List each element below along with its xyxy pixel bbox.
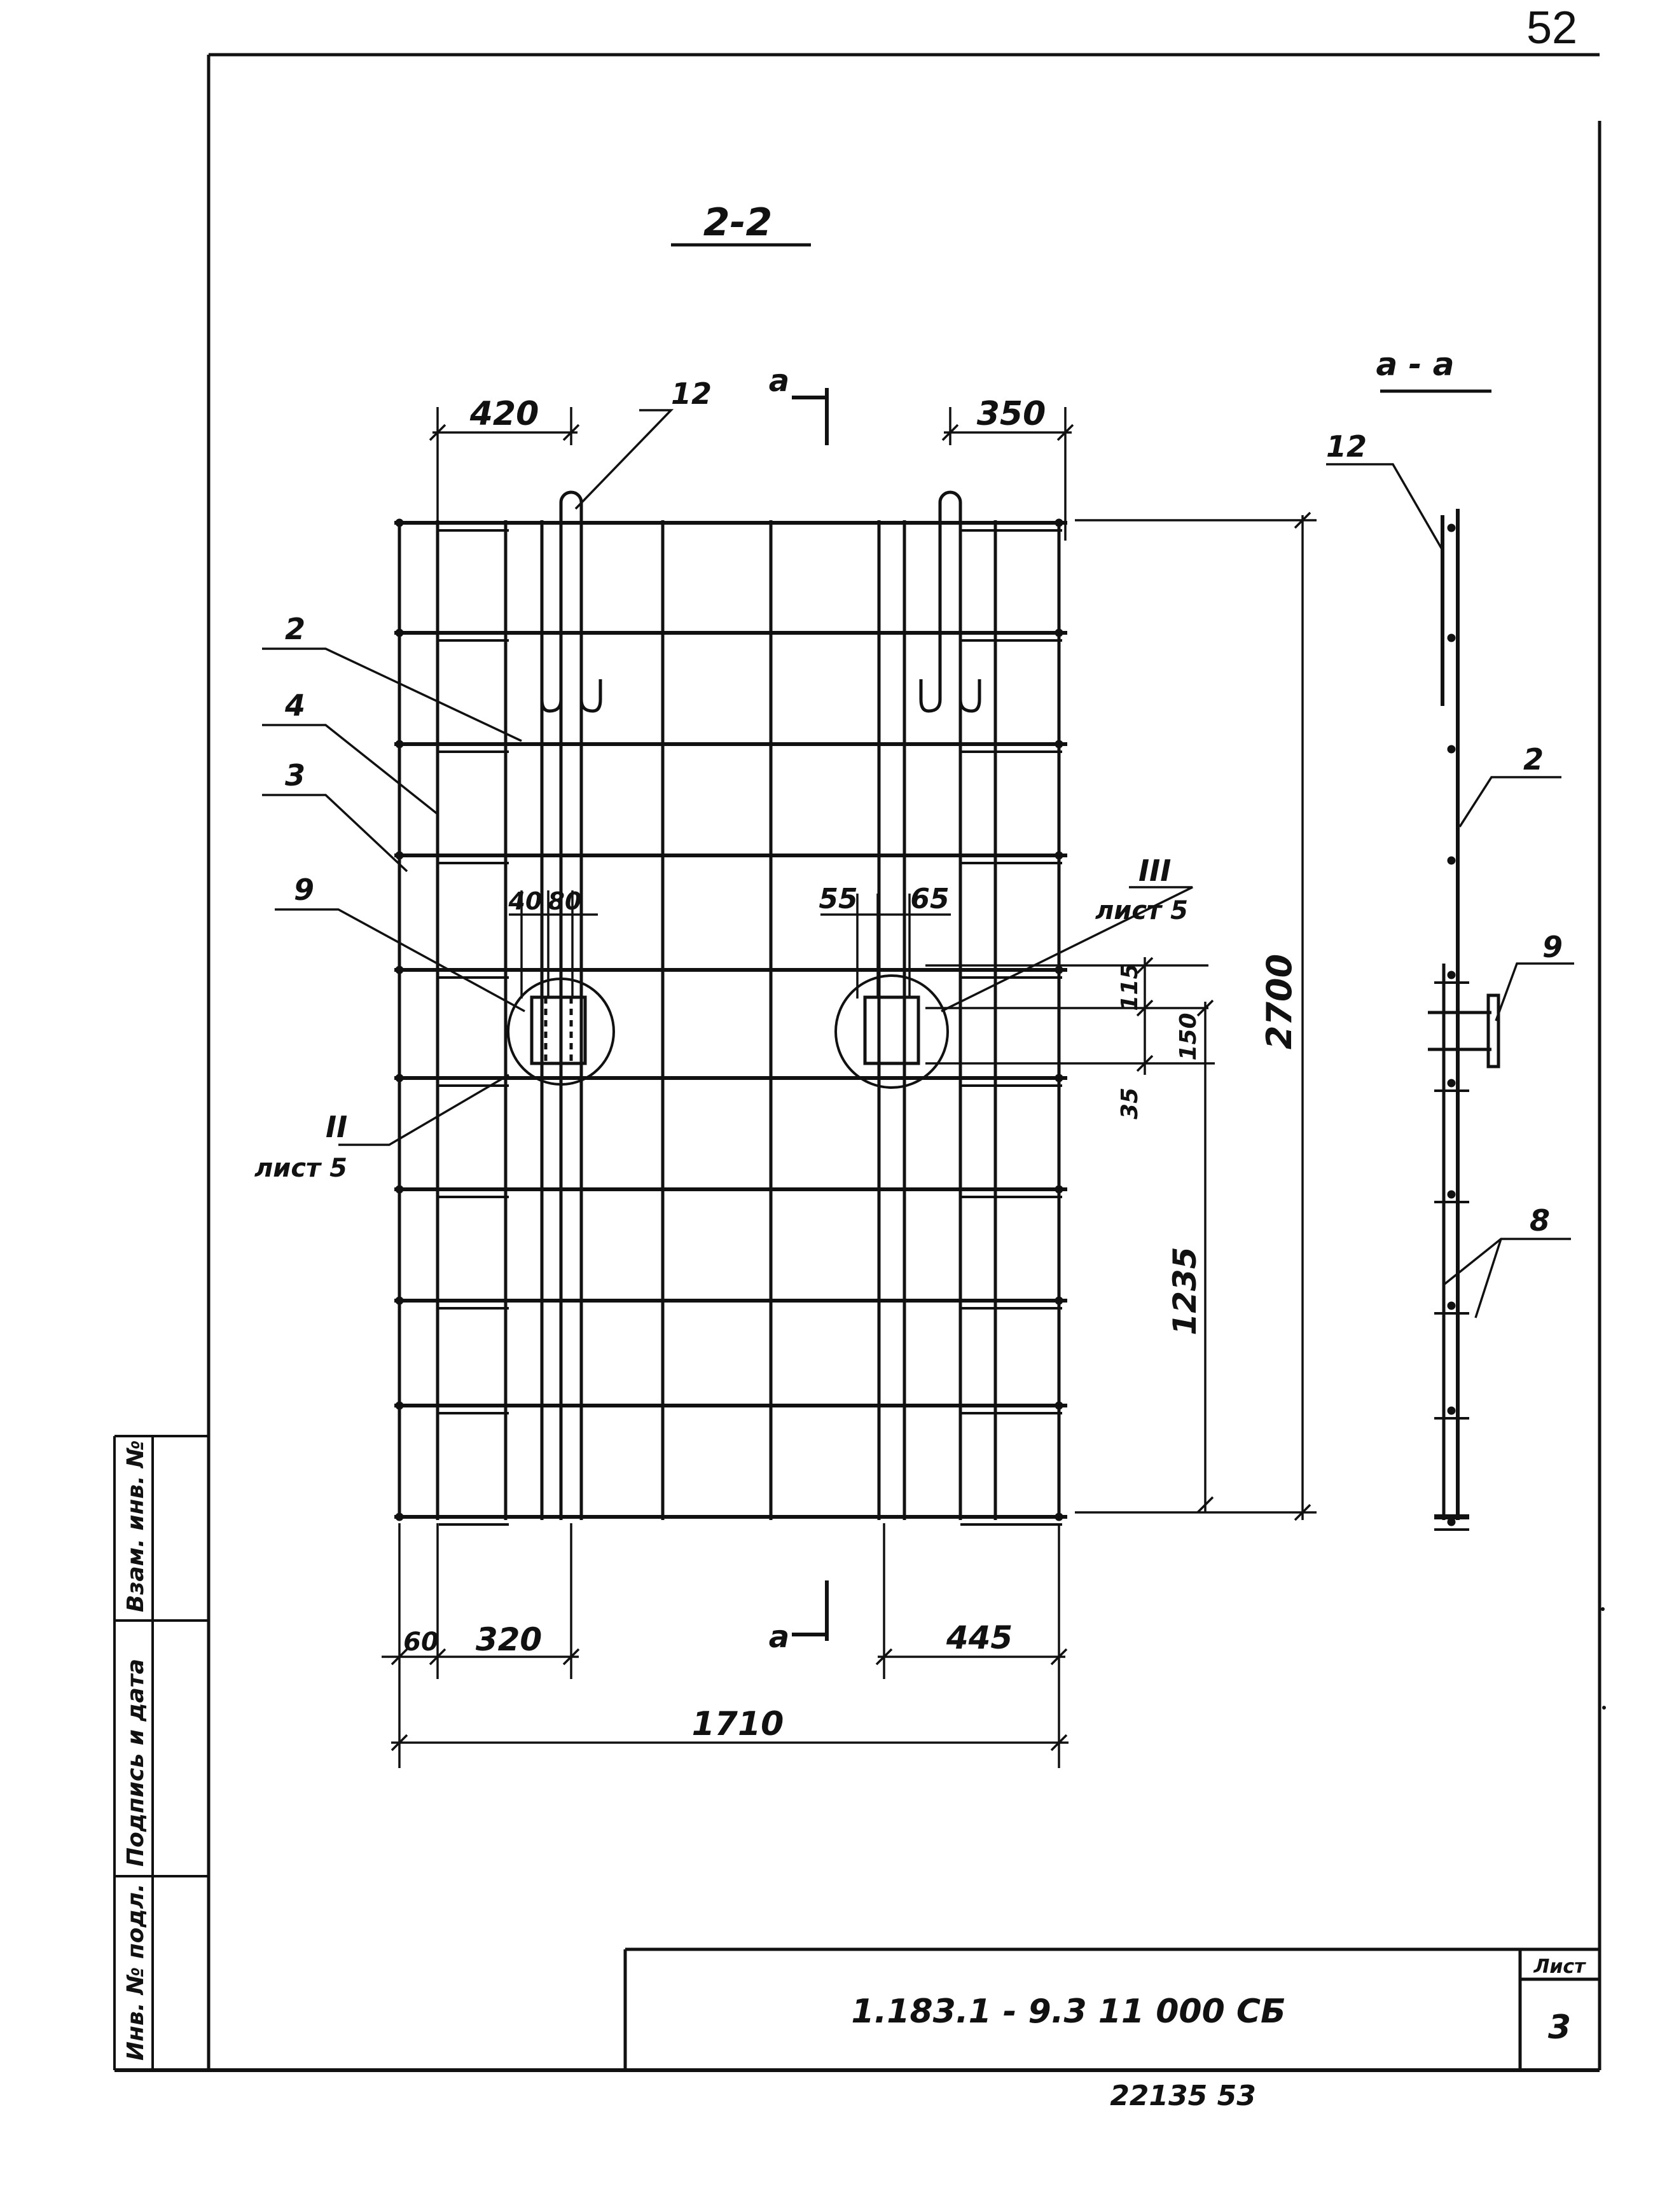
weld-point bbox=[1055, 1296, 1063, 1305]
dim-35: 35 bbox=[1117, 1088, 1143, 1119]
label-pos-3: 3 bbox=[285, 758, 305, 792]
side-weld-point bbox=[1447, 745, 1456, 754]
side-weld-point bbox=[1447, 1079, 1456, 1088]
weld-point bbox=[1055, 518, 1063, 527]
side-weld-point bbox=[1447, 1406, 1456, 1415]
side-weld-point bbox=[1447, 1517, 1456, 1526]
embedded-plate-right bbox=[863, 995, 920, 1065]
label-detail-III-sheet: лист 5 bbox=[1095, 896, 1188, 925]
cut-label-top: a bbox=[769, 363, 789, 399]
weld-point bbox=[1055, 1401, 1063, 1410]
dim-350: 350 bbox=[977, 395, 1046, 433]
stamp-field-inventory-no: Инв. № подл. bbox=[123, 1883, 149, 2061]
embedded-plate-left bbox=[530, 995, 587, 1065]
side-weld-point bbox=[1447, 523, 1456, 532]
section-title-a-a: a - a bbox=[1376, 346, 1454, 383]
weld-point bbox=[395, 518, 404, 527]
title-block bbox=[623, 1947, 1600, 2070]
side-stamp bbox=[113, 1435, 209, 2070]
weld-point bbox=[395, 965, 404, 974]
weld-point bbox=[1055, 1074, 1063, 1082]
weld-point bbox=[1055, 851, 1063, 860]
weld-point bbox=[395, 1512, 404, 1521]
dim-60: 60 bbox=[403, 1628, 439, 1657]
dim-2700: 2700 bbox=[1259, 954, 1299, 1049]
leader-lines bbox=[262, 409, 1574, 1318]
label-pos-4: 4 bbox=[284, 688, 305, 722]
cut-marker-bottom bbox=[792, 1580, 829, 1641]
sheet-frame bbox=[114, 53, 1601, 2072]
label-pos-9: 9 bbox=[294, 873, 314, 907]
label-pos-12: 12 bbox=[671, 377, 712, 411]
weld-point bbox=[395, 740, 404, 749]
weld-point bbox=[395, 1074, 404, 1082]
weld-point bbox=[1055, 1512, 1063, 1521]
side-embedded-plate bbox=[1428, 993, 1500, 1068]
label-detail-III: III bbox=[1138, 854, 1171, 888]
label-detail-II-sheet: лист 5 bbox=[254, 1154, 347, 1183]
side-weld-point bbox=[1447, 856, 1456, 865]
detail-circle-II bbox=[507, 978, 615, 1086]
cut-marker-top bbox=[792, 388, 829, 445]
sheet-number: 3 bbox=[1548, 2008, 1571, 2047]
sheet-label: Лист bbox=[1533, 1956, 1586, 1978]
scan-dot bbox=[1602, 1706, 1606, 1710]
side-label-pos-12: 12 bbox=[1326, 429, 1367, 464]
weld-point bbox=[1055, 965, 1063, 974]
dim-1235: 1235 bbox=[1166, 1247, 1203, 1335]
scan-dot bbox=[1601, 1607, 1605, 1611]
cut-label-bottom: a bbox=[769, 1619, 789, 1655]
dimension-lines bbox=[382, 407, 1317, 1768]
page-number: 52 bbox=[1526, 3, 1577, 53]
dim-320: 320 bbox=[476, 1621, 542, 1658]
stamp-field-signature-date: Подпись и дата bbox=[123, 1659, 149, 1867]
weld-point bbox=[395, 1296, 404, 1305]
dim-55: 55 bbox=[819, 883, 857, 915]
dim-150: 150 bbox=[1175, 1013, 1201, 1060]
side-weld-point bbox=[1447, 1301, 1456, 1310]
dim-445: 445 bbox=[946, 1619, 1013, 1656]
dim-1710: 1710 bbox=[692, 1705, 784, 1743]
dim-420: 420 bbox=[469, 395, 539, 433]
drawing-designation: 1.183.1 - 9.3 11 000 СБ bbox=[851, 1993, 1285, 2031]
section-title-2-2: 2-2 bbox=[703, 200, 772, 245]
weld-point bbox=[1055, 1185, 1063, 1194]
dim-115: 115 bbox=[1117, 963, 1143, 1011]
side-label-pos-9: 9 bbox=[1542, 930, 1563, 964]
weld-point bbox=[395, 851, 404, 860]
footer-code: 22135 53 bbox=[1110, 2080, 1256, 2112]
reinforcement-mesh bbox=[394, 518, 1067, 1526]
lifting-loop-left bbox=[540, 490, 602, 713]
detail-circle-III bbox=[834, 974, 949, 1089]
weld-point bbox=[1055, 740, 1063, 749]
dim-65: 65 bbox=[910, 883, 949, 915]
side-weld-point bbox=[1447, 1190, 1456, 1199]
weld-point bbox=[395, 1401, 404, 1410]
side-label-pos-2: 2 bbox=[1523, 742, 1544, 777]
side-label-pos-8: 8 bbox=[1530, 1203, 1550, 1238]
weld-point bbox=[395, 628, 404, 637]
stamp-field-replaced-inv: Взам. инв. № bbox=[123, 1440, 149, 1612]
weld-point bbox=[395, 1185, 404, 1194]
side-weld-point bbox=[1447, 971, 1456, 979]
weld-point bbox=[1055, 628, 1063, 637]
label-detail-II: II bbox=[326, 1110, 347, 1144]
side-weld-point bbox=[1447, 633, 1456, 642]
side-section-view bbox=[1434, 509, 1469, 1531]
label-pos-2: 2 bbox=[285, 612, 305, 646]
lifting-loop-right bbox=[919, 490, 981, 713]
dim-80: 80 bbox=[548, 887, 582, 915]
dim-40: 40 bbox=[508, 887, 543, 915]
